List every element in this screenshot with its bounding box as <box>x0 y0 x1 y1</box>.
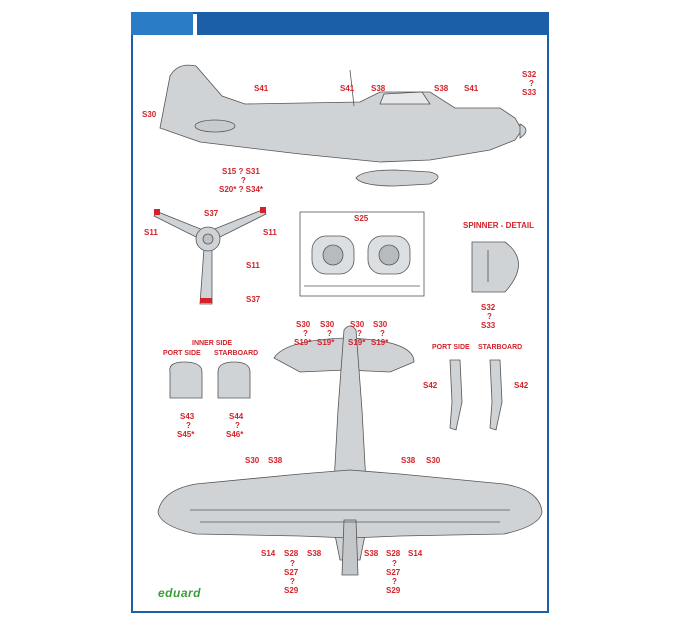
label-side-s41c: S41 <box>464 84 479 93</box>
label-w-s19c: S19* <box>348 338 366 347</box>
header-tab <box>131 12 193 35</box>
label-b-s14b: S14 <box>408 549 423 558</box>
label-b-s14a: S14 <box>261 549 276 558</box>
eduard-logo: eduard <box>158 586 202 600</box>
spinner-detail <box>471 241 519 293</box>
label-w-s19b: S19* <box>317 338 335 347</box>
inner-wheel-cover-port <box>169 361 203 399</box>
side-view-fuselage <box>159 64 523 163</box>
header-bar <box>197 12 549 35</box>
side-view-spinner <box>519 123 527 139</box>
gear-leg-port <box>449 359 463 431</box>
inner-wheel-cover-starboard <box>217 361 251 399</box>
label-side-s41a: S41 <box>254 84 269 93</box>
label-spin-q: ? <box>487 312 492 321</box>
label-side-q1: ? <box>529 79 534 88</box>
label-w-q-a: ? <box>303 329 308 338</box>
label-b-s38c: S38 <box>307 549 322 558</box>
spinner-detail-title: SPINNER - DETAIL <box>463 221 534 230</box>
label-prop-s37a: S37 <box>204 209 219 218</box>
label-b-qd: ? <box>392 577 397 586</box>
label-side-s30: S30 <box>142 110 157 119</box>
label-i-q2: ? <box>235 421 240 430</box>
label-b-s30a: S30 <box>245 456 260 465</box>
side-view-canopy <box>379 91 431 105</box>
label-spin-s33: S33 <box>481 321 496 330</box>
label-prop-s11b: S11 <box>263 228 277 237</box>
label-b-s30b: S30 <box>426 456 441 465</box>
label-i-s46: S46* <box>226 430 244 439</box>
gear-leg-starboard <box>489 359 503 431</box>
label-side-s38b: S38 <box>434 84 449 93</box>
inner-starboard-title: STARBOARD <box>214 350 259 357</box>
gear-starboard-title: STARBOARD <box>478 344 523 351</box>
label-b-s38b: S38 <box>401 456 416 465</box>
label-b-s27a: S27 <box>284 568 299 577</box>
label-w-s19a: S19* <box>294 338 312 347</box>
label-i-q1: ? <box>186 421 191 430</box>
label-i-s45: S45* <box>177 430 195 439</box>
label-w-q-b: ? <box>327 329 332 338</box>
label-b-s28a: S28 <box>284 549 299 558</box>
side-view-roundel <box>194 119 236 133</box>
label-b-s29b: S29 <box>386 586 401 595</box>
label-side-q2: ? <box>241 176 246 185</box>
inner-side-title: INNER SIDE <box>192 340 233 347</box>
label-w-s30b: S30 <box>320 320 335 329</box>
propeller-drawing <box>153 207 267 305</box>
label-prop-s37b: S37 <box>246 295 261 304</box>
label-b-s27b: S27 <box>386 568 401 577</box>
label-b-s28b: S28 <box>386 549 401 558</box>
label-g-s42a: S42 <box>423 381 438 390</box>
label-b-qc: ? <box>392 559 397 568</box>
label-g-s42b: S42 <box>514 381 529 390</box>
label-side-s33: S33 <box>522 88 537 97</box>
label-b-s38a: S38 <box>268 456 283 465</box>
label-side-s32: S32 <box>522 70 537 79</box>
label-side-s38a: S38 <box>371 84 386 93</box>
label-side-s41b: S41 <box>340 84 355 93</box>
label-prop-s11a: S11 <box>144 228 158 237</box>
label-w-s30a: S30 <box>296 320 311 329</box>
label-prop-s11c: S11 <box>246 261 260 270</box>
side-view-antenna <box>349 69 355 107</box>
inner-port-side-title: PORT SIDE <box>163 350 201 357</box>
label-b-qa: ? <box>290 559 295 568</box>
side-view-drop-tank <box>355 169 439 187</box>
label-side-s20: S20* ? S34* <box>219 185 264 194</box>
label-b-s29a: S29 <box>284 586 299 595</box>
label-w-s19d: S19* <box>371 338 389 347</box>
label-detail-s25: S25 <box>354 214 369 223</box>
label-b-s38d: S38 <box>364 549 379 558</box>
bottom-view-wing <box>157 469 543 539</box>
label-w-s30d: S30 <box>373 320 388 329</box>
label-b-qb: ? <box>290 577 295 586</box>
label-spin-s32: S32 <box>481 303 496 312</box>
label-side-s15: S15 ? S31 <box>222 167 260 176</box>
gear-bay-detail <box>304 235 420 287</box>
label-w-q-d: ? <box>380 329 385 338</box>
label-i-s44: S44 <box>229 412 244 421</box>
label-w-s30c: S30 <box>350 320 365 329</box>
label-w-q-c: ? <box>357 329 362 338</box>
bottom-view-drop-tank <box>341 519 359 576</box>
gear-port-side-title: PORT SIDE <box>432 344 470 351</box>
label-i-s43: S43 <box>180 412 195 421</box>
